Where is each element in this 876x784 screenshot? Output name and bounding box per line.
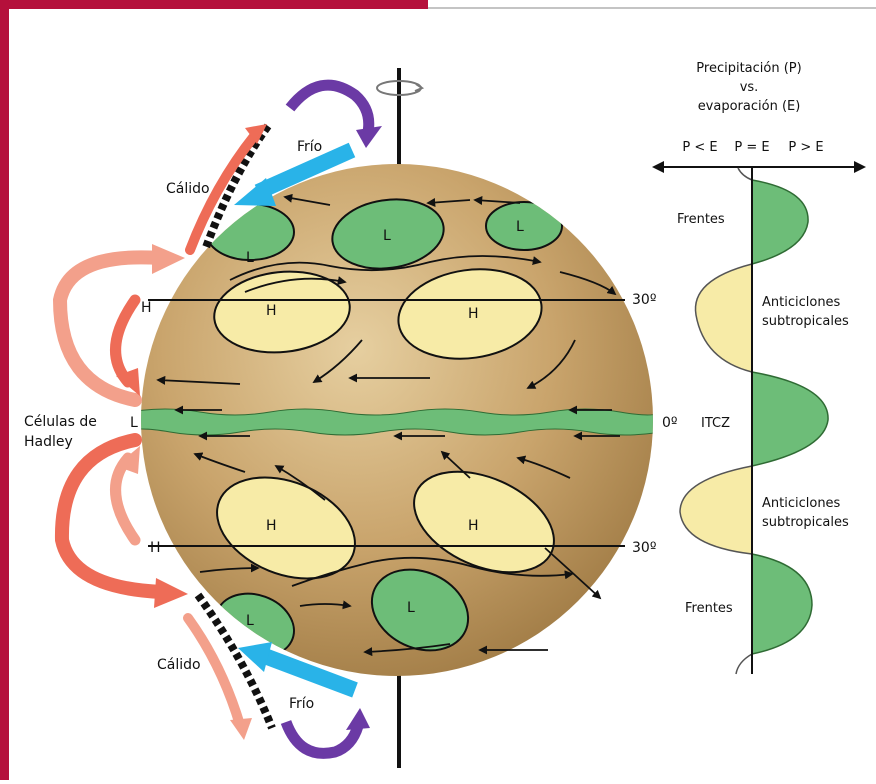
label-h-left-top: H	[141, 300, 152, 316]
pe-title-line3: evaporación (E)	[698, 99, 801, 114]
pe-axis-label-mid: P = E	[734, 140, 769, 155]
pe-curve-tail-top	[738, 168, 752, 180]
cell-high-south-right: H	[468, 518, 479, 534]
cell-low-south-left: L	[246, 613, 254, 629]
label-warm-top: Cálido	[166, 181, 210, 197]
pe-curve-tail-bottom	[736, 654, 752, 674]
pe-axis-label-left: P < E	[682, 140, 717, 155]
frame-left-bar	[0, 0, 9, 780]
frame-top-bar	[0, 0, 428, 9]
pe-yellow-anticyclone-north	[695, 264, 752, 372]
pe-axis-label-right: P > E	[788, 140, 823, 155]
pe-zone-itcz: ITCZ	[701, 416, 730, 431]
label-l-left-eq: L	[130, 415, 138, 431]
pe-green-front-south	[752, 554, 812, 654]
pe-yellow-anticyclone-south	[680, 466, 752, 554]
pe-green-itcz	[752, 372, 828, 466]
label-h-left-bottom: H	[150, 540, 161, 556]
label-lat-30s: 30º	[632, 540, 656, 556]
hadley-cell-north-inner	[116, 300, 135, 382]
label-warm-bottom: Cálido	[157, 657, 201, 673]
pe-title-line2: vs.	[740, 80, 759, 95]
cell-low-south-mid: L	[407, 600, 415, 616]
cell-high-north-left: H	[266, 303, 277, 319]
cell-low-north-left: L	[246, 250, 254, 266]
label-lat-30n: 30º	[632, 292, 656, 308]
pe-zone-fronts-north: Frentes	[677, 212, 725, 227]
low-cell-north-right	[486, 202, 562, 250]
label-cold-bottom: Frío	[289, 696, 314, 712]
label-hadley-line1: Células de	[24, 414, 97, 430]
purple-arrow-bottom	[286, 722, 358, 753]
cell-high-south-left: H	[266, 518, 277, 534]
label-cold-top: Frío	[297, 139, 322, 155]
pe-green-front-north	[752, 180, 808, 264]
label-hadley-line2: Hadley	[24, 434, 73, 450]
cell-high-north-right: H	[468, 306, 479, 322]
purple-arrow-top	[290, 85, 369, 132]
cell-low-north-mid: L	[383, 228, 391, 244]
pe-zone-fronts-south: Frentes	[685, 601, 733, 616]
pe-title-line1: Precipitación (P)	[696, 61, 801, 76]
cell-low-north-right: L	[516, 219, 524, 235]
label-lat-eq: 0º	[662, 415, 678, 431]
